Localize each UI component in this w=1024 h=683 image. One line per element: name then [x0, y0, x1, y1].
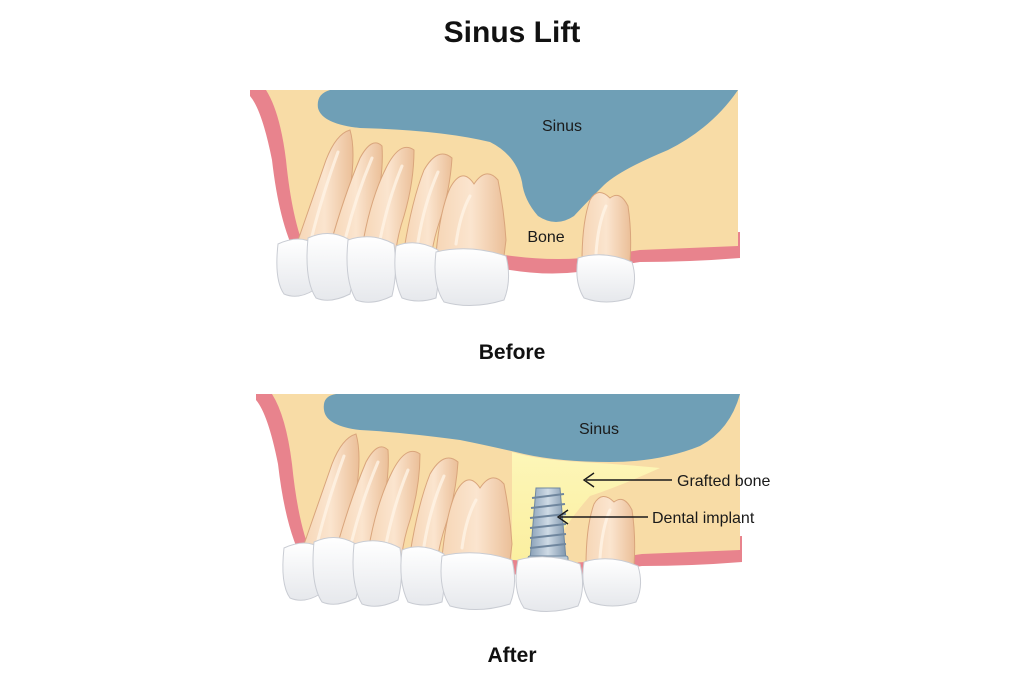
before-caption: Before — [478, 341, 546, 364]
before-root-highlights — [310, 150, 608, 256]
grafted-bone-label: Grafted bone — [677, 473, 771, 490]
before-sinus-label: Sinus — [542, 118, 582, 135]
before-tooth-crowns — [276, 233, 636, 306]
after-caption: After — [487, 644, 537, 667]
dental-implant-label: Dental implant — [652, 510, 755, 527]
after-sinus-label: Sinus — [579, 421, 619, 438]
grafted-bone-arrow — [582, 472, 672, 488]
after-sinus — [323, 394, 740, 462]
dental-implant-arrow — [556, 509, 648, 525]
after-root-highlights — [316, 454, 612, 560]
diagram-title: Sinus Lift — [443, 16, 581, 49]
after-tooth-crowns — [282, 537, 642, 612]
before-sinus — [317, 90, 738, 222]
before-bone-label: Bone — [527, 229, 564, 246]
